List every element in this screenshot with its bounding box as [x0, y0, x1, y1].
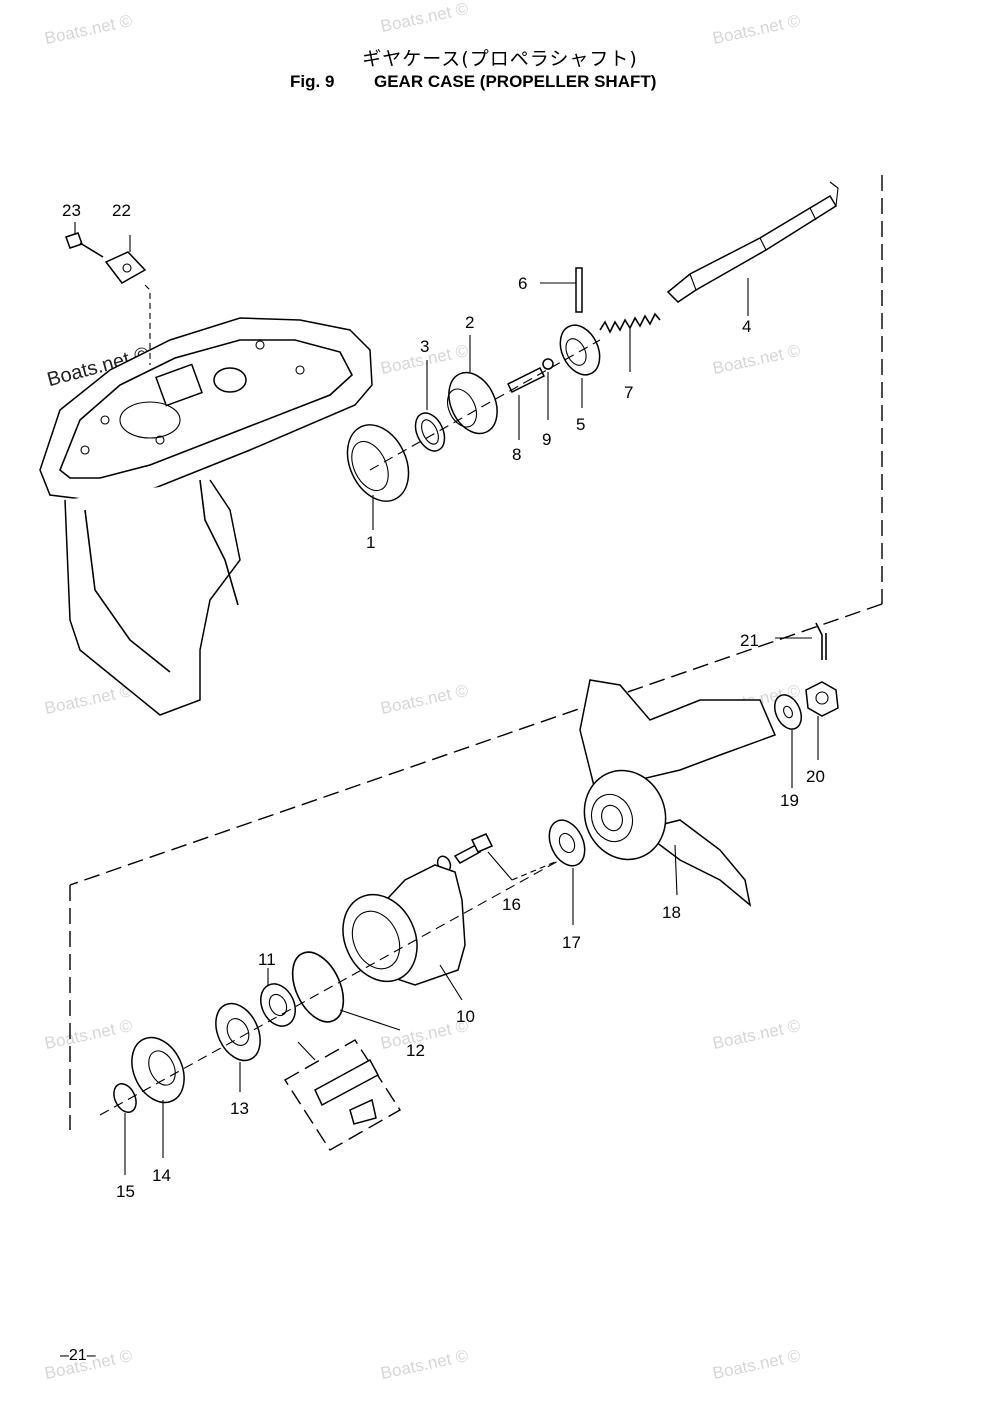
- callout-7: 7: [624, 383, 633, 402]
- part-9-ball: [542, 358, 554, 420]
- gear-case-housing: [39, 317, 373, 716]
- callout-17: 17: [562, 933, 581, 952]
- callout-19: 19: [780, 791, 799, 810]
- callout-21: 21: [740, 631, 759, 650]
- callout-10: 10: [456, 1007, 475, 1026]
- figure-title-japanese: ギヤケース(プロペラシャフト): [362, 48, 638, 70]
- callout-18: 18: [662, 903, 681, 922]
- part-19-washer: [773, 694, 803, 788]
- part-3-washer: [414, 360, 446, 452]
- callout-13: 13: [230, 1099, 249, 1118]
- part-17-thrust-hub: [548, 819, 586, 925]
- assembly-axis-line: [369, 339, 601, 471]
- callout-22: 22: [112, 201, 131, 220]
- part-1-bearing: [346, 424, 410, 530]
- part-7-spring: [599, 312, 661, 372]
- part-11-seal: [260, 968, 296, 1027]
- part-2-gear: [446, 335, 498, 435]
- part-8-pin: [506, 366, 546, 440]
- part-10-bearing-housing: [342, 864, 466, 1001]
- callout-6: 6: [518, 274, 527, 293]
- part-13-bearing: [215, 1002, 261, 1092]
- part-4-propeller-shaft: [666, 181, 839, 316]
- callout-14: 14: [152, 1166, 171, 1185]
- part-22-plate: [104, 235, 151, 365]
- part-20-nut: [805, 681, 839, 760]
- callout-9: 9: [542, 430, 551, 449]
- assembly-dashed-frame-upper: [69, 175, 883, 1130]
- callout-16: 16: [502, 895, 521, 914]
- callout-4: 4: [742, 317, 751, 336]
- tool-inset-box: [284, 1039, 401, 1151]
- part-18-propeller: [579, 679, 777, 907]
- part-5-clutch: [559, 324, 601, 408]
- part-12-o-ring: [291, 951, 401, 1031]
- callout-11: 11: [258, 950, 276, 969]
- callout-2: 2: [465, 313, 474, 332]
- callout-12: 12: [406, 1041, 425, 1060]
- callout-8: 8: [512, 445, 521, 464]
- part-15-washer: [113, 1083, 137, 1175]
- callout-5: 5: [576, 415, 585, 434]
- callout-1: 1: [366, 533, 375, 552]
- page-number: –21–: [60, 1347, 96, 1364]
- part-6-pin: [540, 267, 583, 313]
- part-21-cotter-pin: [775, 622, 827, 660]
- figure-title: GEAR CASE (PROPELLER SHAFT): [374, 72, 657, 91]
- assembly-axis-line: [99, 859, 561, 1116]
- callout-23: 23: [62, 201, 81, 220]
- callout-3: 3: [420, 337, 429, 356]
- part-16-bolt: [436, 833, 556, 881]
- callout-20: 20: [806, 767, 825, 786]
- callout-15: 15: [116, 1182, 135, 1201]
- figure-number: Fig. 9: [290, 72, 335, 91]
- part-14-gear: [131, 1036, 185, 1158]
- part-23-bolt: [65, 222, 104, 258]
